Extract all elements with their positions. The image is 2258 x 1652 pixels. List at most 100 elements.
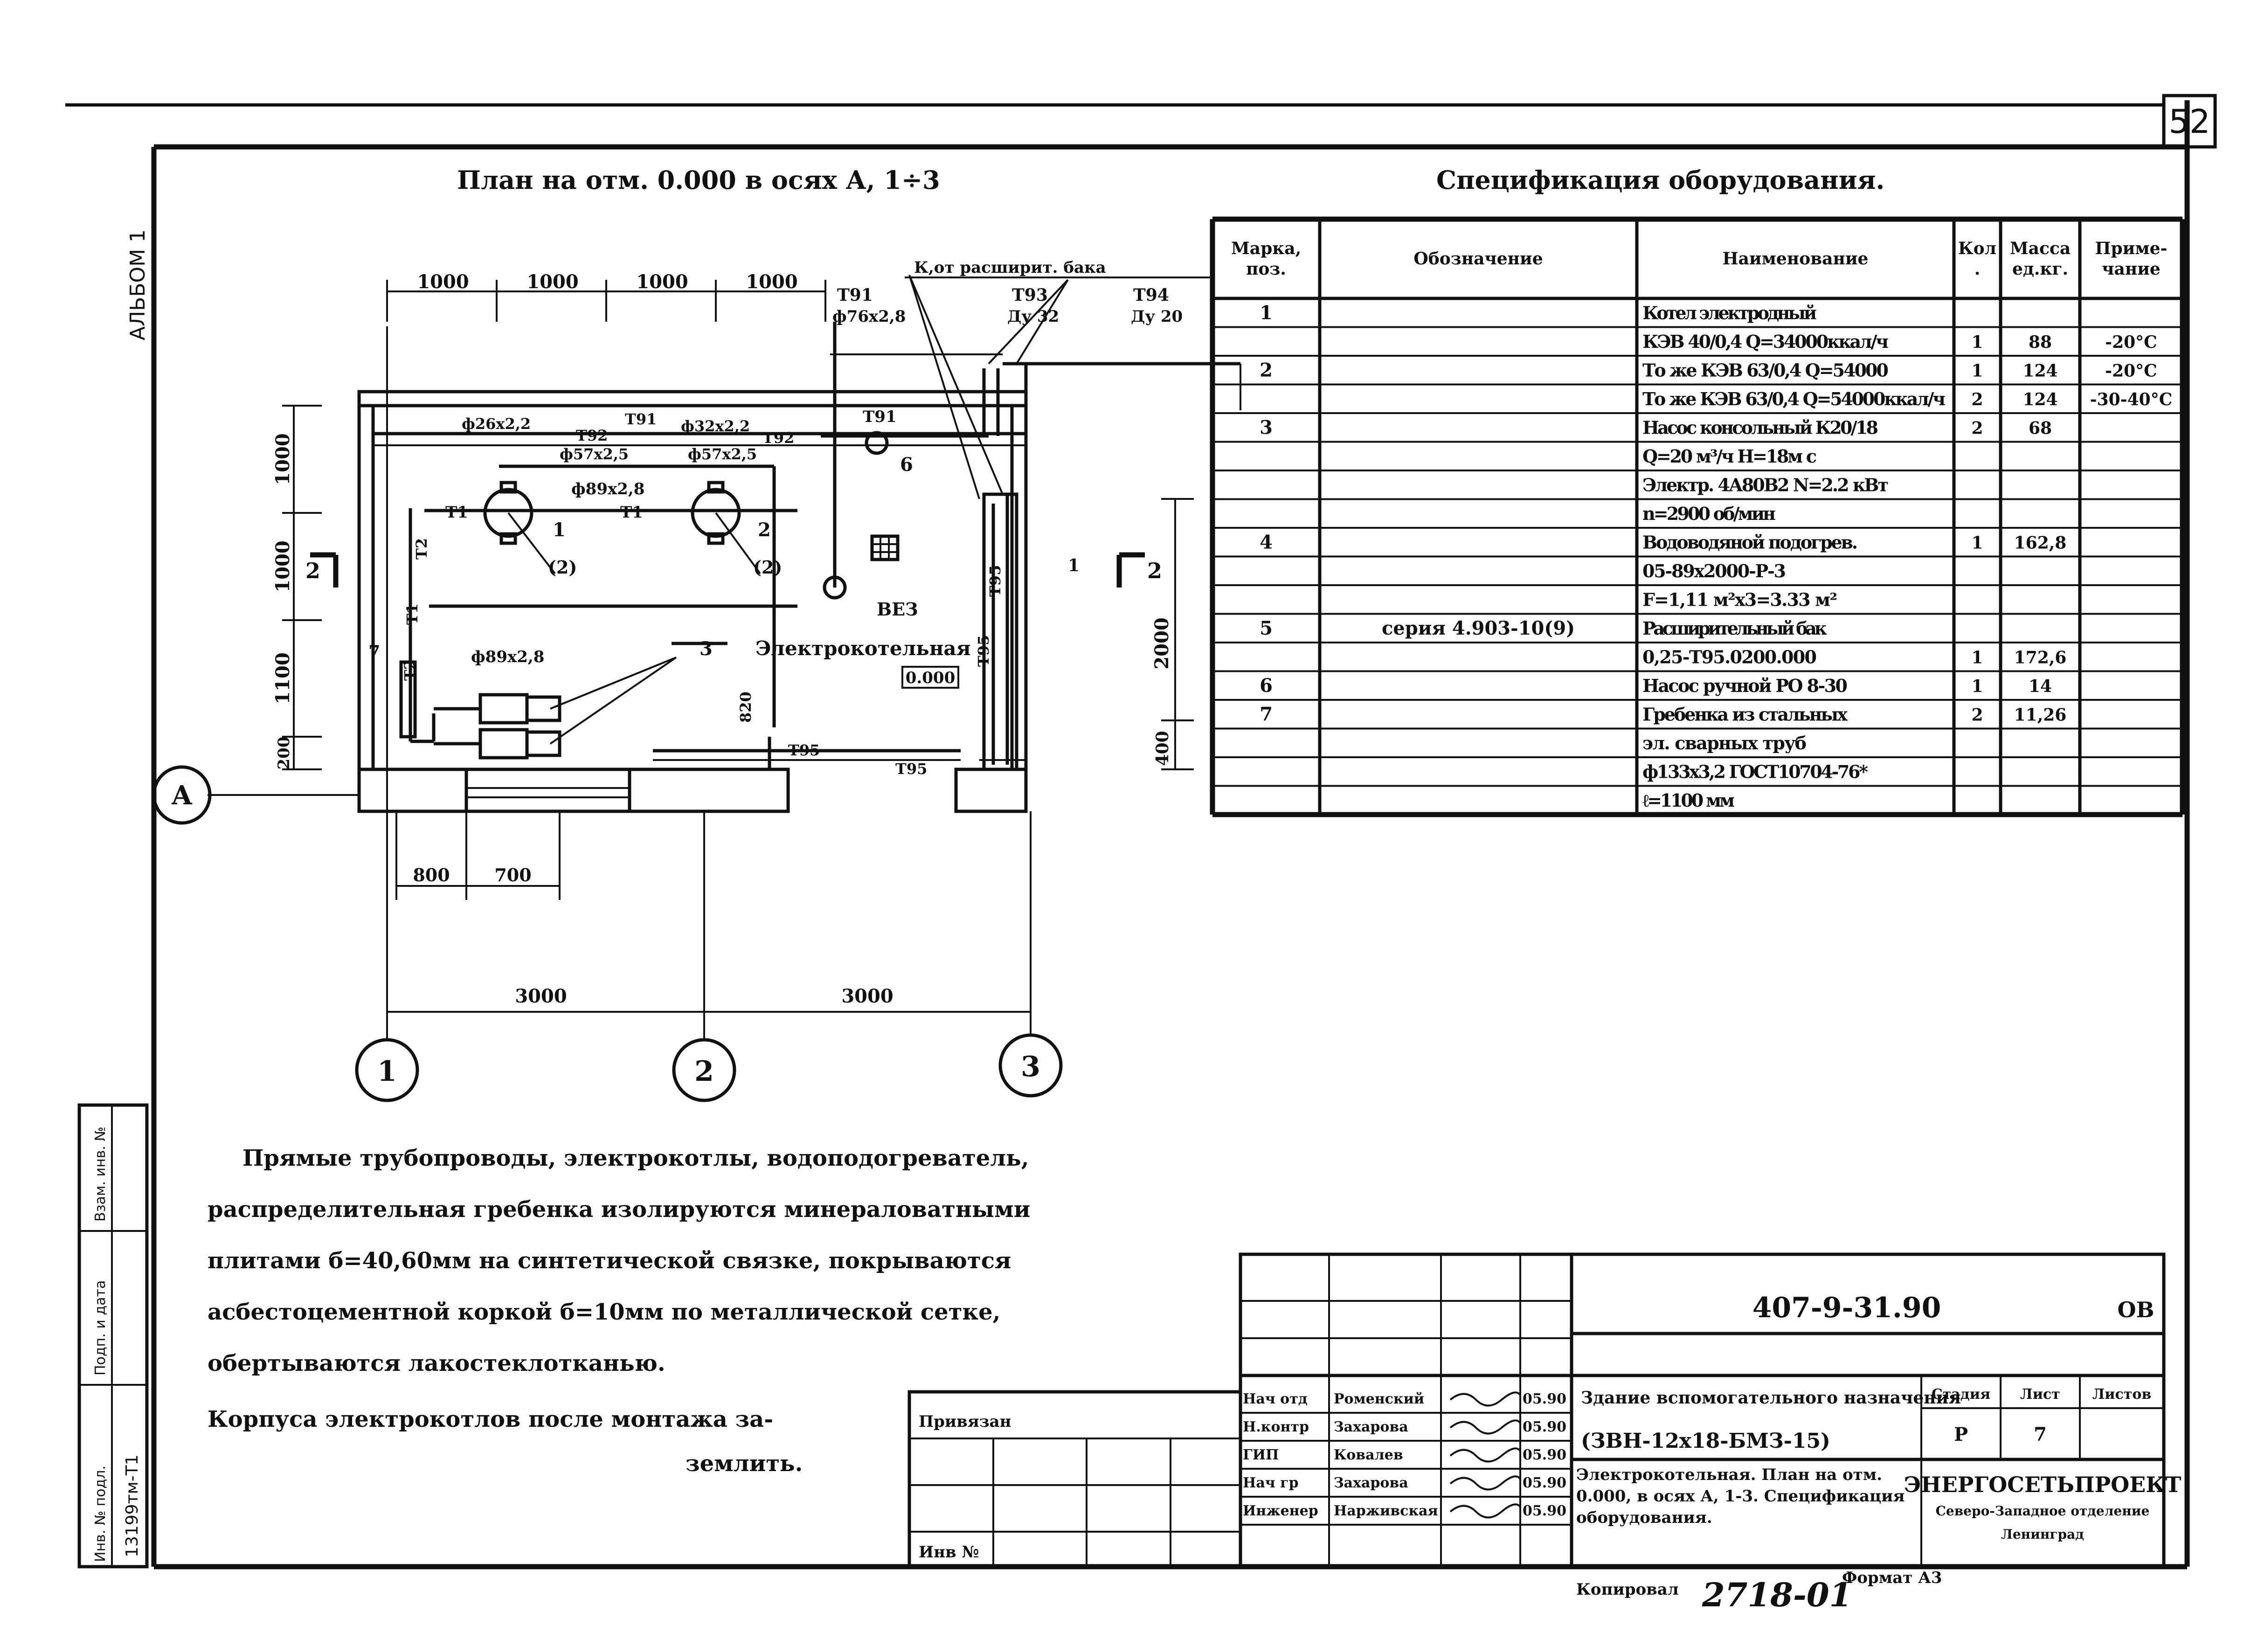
stamp-role-0: Нач отд (1243, 1391, 1308, 1407)
specification-table: Спецификация оборудования. Марка, поз.Об… (1210, 165, 2185, 817)
spec-cell-r4-c2: Насос консольный К20/18 (1642, 417, 1878, 438)
stamp-date-1: 05.90 (1523, 1419, 1566, 1435)
left-dimensions: 1000 1000 1100 200 (272, 405, 322, 770)
privyazan-label: Привязан (919, 1412, 1011, 1431)
svg-text:3: 3 (1021, 1051, 1040, 1083)
room-name: Электрокотельная (755, 637, 971, 660)
spec-cell-r12-c4: 172,6 (2014, 648, 2067, 667)
spec-cell-r8-c0: 4 (1260, 531, 1273, 553)
spec-cell-r8-c2: Водоводяной подогрев. (1642, 532, 1858, 553)
vez-fitting (823, 575, 847, 600)
stadiya-value: Р (1954, 1424, 1968, 1445)
marker-2: 2 (758, 519, 771, 541)
spec-cell-r14-c3: 2 (1971, 705, 1983, 725)
marker-1: 1 (553, 519, 566, 541)
section-marker-left: 2 (305, 552, 339, 588)
copied-label: Копировал (1576, 1580, 1679, 1599)
sheet-number: 52 (2168, 103, 2210, 141)
pipe-network (373, 275, 1069, 765)
org-city: Ленинград (2001, 1527, 2084, 1542)
right-dimensions: 2000 400 (1151, 498, 1194, 770)
spec-cell-r14-c0: 7 (1260, 703, 1273, 725)
label-t2-b: Т2 (401, 659, 419, 681)
label-t1-c: Т1 (403, 603, 421, 625)
dim-left-3: 1100 (272, 652, 294, 704)
spec-header-4: Масса ед.кг. (2009, 239, 2071, 279)
spec-header-2: Наименование (1722, 249, 1869, 269)
water-heater (982, 492, 1018, 771)
dim-top-2: 1000 (526, 271, 578, 293)
label-t91-a: Т91 (837, 285, 873, 305)
spec-cell-r1-c3: 1 (1971, 332, 1983, 352)
note-line-3: плитами б=40,60мм на синтетической связк… (208, 1248, 1011, 1274)
notes: Прямые трубопроводы, электрокотлы, водоп… (208, 1145, 1030, 1477)
spec-cell-r17-c2: ℓ=1100 мм (1642, 790, 1735, 811)
spec-cell-r13-c3: 1 (1971, 677, 1983, 696)
spec-cell-r8-c3: 1 (1971, 533, 1983, 553)
dim-top-3: 1000 (636, 271, 688, 293)
axis-bubble-2: 2 (672, 1038, 736, 1102)
inv-label: Инв № (919, 1543, 979, 1562)
stamp-role-4: Инженер (1243, 1503, 1318, 1519)
stamp-date-2: 05.90 (1523, 1447, 1566, 1463)
spec-cell-r13-c4: 14 (2029, 677, 2052, 696)
svg-text:2: 2 (1147, 558, 1162, 583)
stamp-name-2: Ковалев (1334, 1447, 1403, 1463)
spec-cell-r3-c4: 124 (2023, 390, 2057, 409)
note-line-7: землить. (686, 1451, 803, 1477)
spec-header-1: Обозначение (1413, 249, 1543, 269)
boiler-1 (483, 481, 556, 574)
pump-group (434, 657, 677, 760)
spec-header-0: Марка, поз. (1231, 239, 1302, 279)
marker-6: 6 (900, 454, 913, 476)
spec-cell-r9-c2: 05-89x2000-Р-3 (1642, 560, 1786, 581)
stamp-role-3: Нач гр (1243, 1475, 1299, 1491)
side-stamp: Взам. инв. № Подп. и дата Инв. № подл. 1… (77, 1103, 149, 1569)
label-t2-a: Т2 (413, 538, 430, 560)
boiler-2 (691, 481, 761, 574)
stamp-date-4: 05.90 (1523, 1503, 1566, 1519)
copy-number: 2718-01 (1702, 1576, 1852, 1614)
drawing-suffix: ОВ (2118, 1297, 2154, 1322)
label-t91-size: ф76x2,8 (832, 307, 906, 326)
spec-cell-r6-c2: Электр. 4А80В2 N=2.2 кВт (1642, 474, 1889, 495)
spec-cell-r4-c3: 2 (1971, 418, 1983, 438)
room-level-box (901, 666, 959, 689)
marker-1-right: 1 (1068, 556, 1080, 575)
spec-cell-r11-c2: Расширительный бак (1642, 618, 1827, 639)
sheet-title: Электрокотельная. План на отм. 0.000, в … (1576, 1465, 1905, 1527)
spec-cell-r11-c0: 5 (1260, 617, 1273, 639)
spec-cell-r13-c2: Насос ручной РО 8-30 (1642, 675, 1848, 696)
dim-top-1: 1000 (417, 271, 469, 293)
side-stamp-vzam: Взам. инв. № (92, 1127, 109, 1222)
hand-pump (865, 431, 889, 455)
dim-820: 820 (737, 691, 755, 723)
side-stamp-inv-value: 13199тм-Т1 (123, 1454, 142, 1557)
stamp-role-1: Н.контр (1243, 1419, 1309, 1435)
org-name: ЭНЕРГОСЕТЬПРОЕКТ (1904, 1472, 2182, 1497)
pipe-labels: Т91 ф76x2,8 Т93 Ду 32 Т94 Ду 20 Т91 Т91 … (401, 285, 1183, 778)
label-t92-a: Т92 (576, 427, 608, 444)
label-t95-c: Т95 (788, 741, 820, 759)
dim-right-400: 400 (1153, 731, 1172, 766)
spec-cell-r1-c5: -20°С (2105, 332, 2157, 352)
dim-bottom-700: 700 (494, 864, 531, 885)
side-stamp-podp: Подп. и дата (92, 1280, 109, 1376)
marker-vez: ВЕЗ (877, 599, 918, 620)
signature-mark (1449, 1419, 1521, 1435)
spec-cell-r16-c2: ф133x3,2 ГОСТ10704-76* (1642, 761, 1868, 782)
spec-header-3: Кол. (1958, 239, 1997, 279)
spec-cell-r14-c4: 11,26 (2014, 705, 2067, 725)
label-d57-b: ф57x2,5 (688, 445, 757, 463)
axis-bubble-a: А (152, 765, 212, 825)
spec-cell-r2-c4: 124 (2023, 361, 2057, 380)
plan-title: План на отм. 0.000 в осях А, 1÷3 (457, 165, 940, 195)
label-t94: Т94 (1133, 285, 1169, 305)
label-t95-d: Т95 (895, 760, 927, 778)
dim-left-4: 200 (275, 737, 293, 770)
label-t95-a: Т95 (986, 565, 1004, 597)
drawing-code: 407-9-31.90 (1752, 1292, 1941, 1324)
marker-3: 3 (700, 638, 713, 660)
spec-cell-r4-c0: 3 (1260, 416, 1273, 438)
